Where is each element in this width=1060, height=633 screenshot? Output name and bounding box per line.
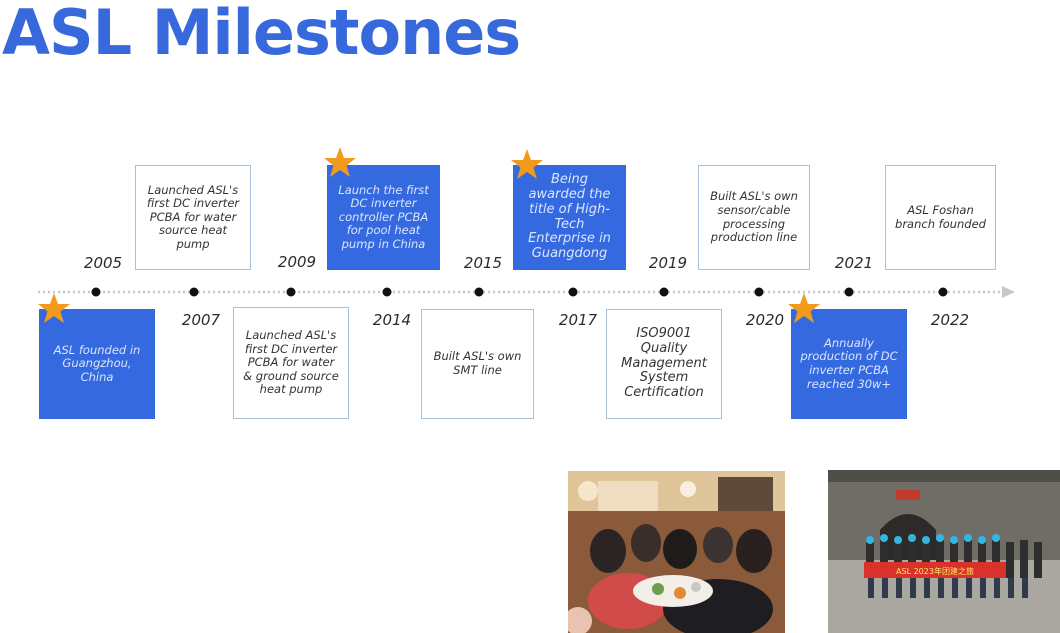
- milestone-2020-box: Built ASL's own sensor/cable processing …: [698, 165, 810, 270]
- star-icon: [788, 293, 820, 323]
- year-label-2015: 2015: [463, 254, 503, 272]
- milestone-2017-text: Being awarded the title of High-Tech Ent…: [528, 172, 611, 262]
- star-icon: [38, 293, 70, 323]
- milestone-2014-text: Launch the first DC inverter controller …: [338, 182, 429, 251]
- milestone-2017-box: Being awarded the title of High-Tech Ent…: [513, 165, 626, 270]
- year-label-2017: 2017: [558, 311, 598, 329]
- milestone-2014-box: Launch the first DC inverter controller …: [327, 165, 440, 270]
- page-title: ASL Milestones: [2, 0, 521, 69]
- milestone-2005-text: ASL founded in Guangzhou, China: [53, 342, 141, 384]
- milestone-2015-text: Built ASL's own SMT line: [433, 349, 522, 377]
- year-label-2021: 2021: [834, 254, 874, 272]
- timeline-dot-2021: [844, 287, 854, 297]
- timeline-dot-2019: [659, 287, 669, 297]
- team-dinner-photo: [568, 471, 785, 633]
- team-outing-photo: ASL 2023年团建之旅: [828, 470, 1060, 633]
- year-label-2020: 2020: [745, 311, 785, 329]
- milestone-2009-text: Launched ASL's first DC inverter PCBA fo…: [243, 328, 339, 397]
- team-outing-banner: ASL 2023年团建之旅: [896, 566, 974, 576]
- year-label-2014: 2014: [372, 311, 412, 329]
- timeline-dot-2009: [286, 287, 296, 297]
- year-label-2005: 2005: [83, 254, 123, 272]
- timeline-dot-2022: [938, 287, 948, 297]
- milestone-2019-box: ISO9001 Quality Management System Certif…: [606, 309, 722, 419]
- timeline-arrow-icon: [1002, 286, 1015, 298]
- star-icon: [511, 149, 543, 179]
- milestone-2021-text: Annually production of DC inverter PCBA …: [800, 335, 898, 391]
- milestone-2009-box: Launched ASL's first DC inverter PCBA fo…: [233, 307, 349, 419]
- timeline-dot-2014: [382, 287, 392, 297]
- year-label-2009: 2009: [277, 253, 317, 271]
- timeline-dot-2017: [568, 287, 578, 297]
- milestone-2007-box: Launched ASL's first DC inverter PCBA fo…: [135, 165, 251, 270]
- milestone-2022-box: ASL Foshan branch founded: [885, 165, 996, 270]
- milestone-2021-box: Annually production of DC inverter PCBA …: [791, 309, 907, 419]
- timeline-dot-2005: [91, 287, 101, 297]
- timeline-dot-2015: [474, 287, 484, 297]
- milestone-2005-box: ASL founded in Guangzhou, China: [39, 309, 155, 419]
- milestone-2019-text: ISO9001 Quality Management System Certif…: [621, 325, 707, 401]
- milestone-2020-text: Built ASL's own sensor/cable processing …: [710, 189, 798, 245]
- year-label-2007: 2007: [181, 311, 221, 329]
- milestone-2015-box: Built ASL's own SMT line: [421, 309, 534, 419]
- year-label-2019: 2019: [648, 254, 688, 272]
- milestone-2022-text: ASL Foshan branch founded: [895, 202, 986, 231]
- year-label-2022: 2022: [930, 311, 970, 329]
- star-icon: [324, 147, 356, 177]
- timeline-dot-2020: [754, 287, 764, 297]
- timeline-dot-2007: [189, 287, 199, 297]
- milestone-2007-text: Launched ASL's first DC inverter PCBA fo…: [146, 182, 240, 251]
